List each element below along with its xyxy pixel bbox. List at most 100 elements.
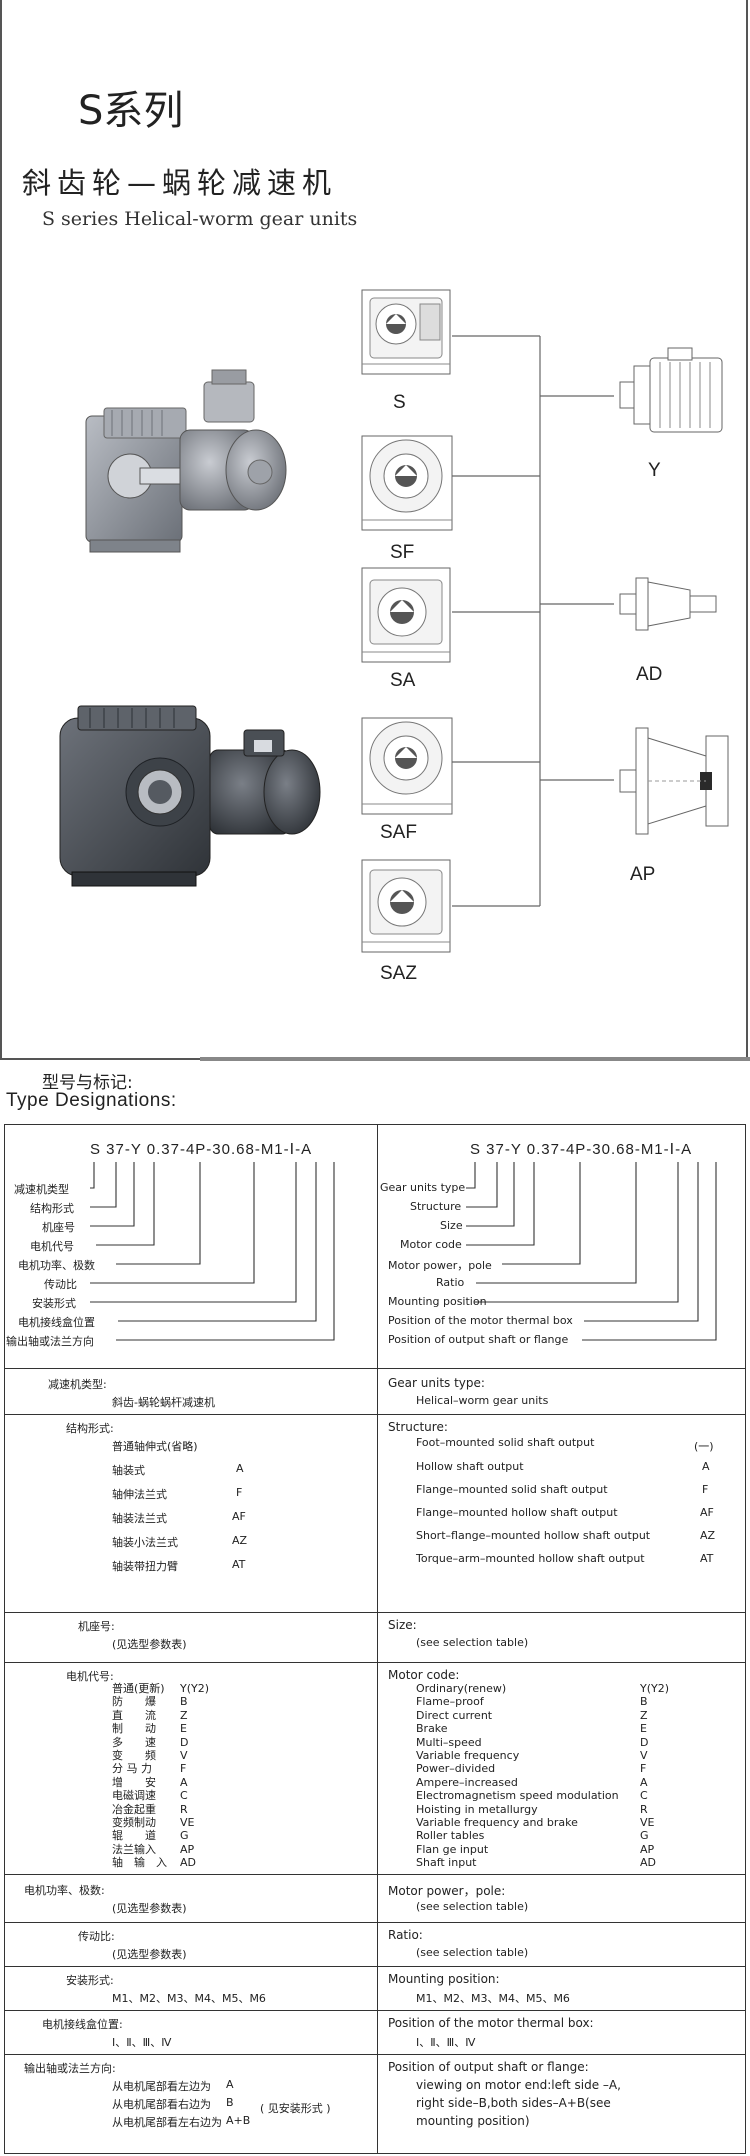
motor-code-value-cn: F [180,1762,187,1776]
motor-code-item-cn: 变频制动 [112,1816,156,1830]
output-code-cn: B [226,2096,234,2109]
structure-item-en: Flange–mounted hollow shaft output [416,1506,618,1519]
motor-code-value-en: AP [640,1842,655,1856]
motor-power-head-en: Motor power，pole: [388,1884,506,1898]
code-string-en: S 37-Y 0.37-4P-30.68-M1-Ⅰ-A [470,1141,693,1158]
motor-code-item-cn: 电磁调速 [112,1789,156,1803]
code-label-en: Size [440,1219,463,1232]
structure-item-en: Short–flange–mounted hollow shaft output [416,1529,651,1542]
connector-lines [452,335,614,907]
motor-code-value-cn: B [180,1695,188,1709]
mounting-val-en: M1、M2、M3、M4、M5、M6 [416,1992,570,2005]
motor-code-value-en: R [640,1802,648,1816]
code-label-cn: 机座号 [42,1221,75,1234]
code-label-en: Position of the motor thermal box [388,1314,573,1327]
motor-code-value-cn: C [180,1789,188,1803]
motor-code-value-cn: Z [180,1708,188,1722]
thermal-box-val-en: Ⅰ、Ⅱ、Ⅲ、Ⅳ [416,2036,476,2049]
structure-head-cn: 结构形式: [66,1422,114,1435]
input-label-y: Y [648,460,661,481]
designation-title-en: Type Designations: [6,1090,177,1111]
output-head-en: Position of output shaft or flange: [388,2060,589,2074]
motor-code-value-en: F [640,1762,647,1776]
mount-drawing-sf [361,435,453,531]
mount-label-saz: SAZ [380,963,417,984]
structure-code-en: A [702,1460,710,1473]
table-border [4,1124,746,2154]
motor-code-value-en: G [640,1829,649,1843]
size-val-cn: (见选型参数表) [112,1638,187,1651]
output-item-cn: 从电机尾部看左边为 [112,2080,211,2093]
motor-code-item-cn: 增 安 [112,1775,156,1789]
motor-power-head-cn: 电机功率、极数: [24,1884,105,1897]
mount-drawing-saf [361,717,453,815]
motor-code-item-en: Variable frequency and brake [416,1816,578,1830]
size-head-cn: 机座号: [78,1620,115,1633]
mount-drawing-s [361,289,451,375]
motor-code-value-cn: VE [180,1816,195,1830]
motor-code-item-en: Hoisting in metallurgy [416,1802,538,1816]
motor-code-item-en: Multi–speed [416,1735,482,1749]
english-title: S series Helical-worm gear units [42,208,358,230]
structure-item-cn: 普通轴伸式(省略) [112,1440,198,1453]
code-label-cn: 传动比 [44,1278,77,1291]
ratio-head-en: Ratio: [388,1928,423,1942]
structure-code-en: F [702,1483,709,1496]
row-rule [4,1612,746,1613]
structure-code-en: AF [700,1506,714,1519]
motor-code-item-cn: 制 动 [112,1722,156,1736]
structure-code-cn: F [236,1486,243,1499]
motor-code-value-cn: A [180,1775,188,1789]
motor-code-item-en: Shaft input [416,1856,477,1870]
output-code-cn: A+B [226,2114,251,2127]
page-frame-bottom-accent [200,1057,750,1061]
motor-code-item-en: Power–divided [416,1762,496,1776]
motor-code-value-en: B [640,1695,648,1709]
thermal-box-head-en: Position of the motor thermal box: [388,2016,594,2030]
mount-drawing-saz [361,859,451,953]
motor-code-item-en: Flame–proof [416,1695,484,1709]
gear-unit-photo-light [85,369,287,553]
code-label-cn: 电机接线盒位置 [18,1316,95,1329]
structure-item-cn: 轴伸法兰式 [112,1488,167,1501]
output-note-cn: ( 见安装形式 ) [260,2102,331,2115]
motor-code-item-cn: 普通(更新) [112,1682,165,1695]
motor-power-val-cn: (见选型参数表) [112,1902,187,1915]
chinese-title: 斜齿轮—蜗轮减速机 [22,166,338,200]
code-label-en: Structure [410,1200,462,1213]
motor-code-value-cn: R [180,1802,188,1816]
designation-title-cn: 型号与标记: [42,1073,133,1093]
motor-code-value-en: E [640,1722,647,1736]
mount-label-sf: SF [390,542,414,563]
input-label-ad: AD [636,664,662,685]
structure-item-cn: 轴装带扭力臂 [112,1560,178,1573]
motor-code-item-en: Ampere–increased [416,1775,518,1789]
motor-code-value-cn: V [180,1749,188,1763]
motor-code-item-cn: 分 马 力 [112,1762,152,1776]
motor-code-item-cn: 辊 道 [112,1829,156,1843]
structure-code-cn: A [236,1462,244,1475]
motor-code-item-en: Flan ge input [416,1842,489,1856]
code-label-cn: 安装形式 [32,1297,76,1310]
motor-code-value-en: VE [640,1816,655,1830]
motor-code-item-cn: 轴 输 入 [112,1856,167,1870]
code-label-cn: 电机代号 [30,1240,74,1253]
motor-code-item-en: Direct current [416,1708,493,1722]
row-rule [4,1368,746,1369]
input-drawing-ad [619,577,717,631]
code-label-en: Position of output shaft or flange [388,1333,569,1346]
motor-code-value-en: C [640,1789,648,1803]
motor-code-item-cn: 变 频 [112,1749,156,1763]
motor-code-value-en: AD [640,1856,656,1870]
series-title: S系列 [78,88,184,134]
structure-item-en: Foot–mounted solid shaft output [416,1436,595,1449]
gear-type-val-en: Helical–worm gear units [416,1394,549,1407]
motor-code-value-cn: Y(Y2) [180,1682,210,1695]
code-label-cn: 电机功率、极数 [18,1259,95,1272]
mount-label-sa: SA [390,670,416,691]
row-rule [4,1662,746,1663]
motor-code-head-en: Motor code: [388,1668,460,1682]
input-drawing-ap [619,727,729,835]
output-line-en: viewing on motor end:left side –A, [416,2078,621,2092]
